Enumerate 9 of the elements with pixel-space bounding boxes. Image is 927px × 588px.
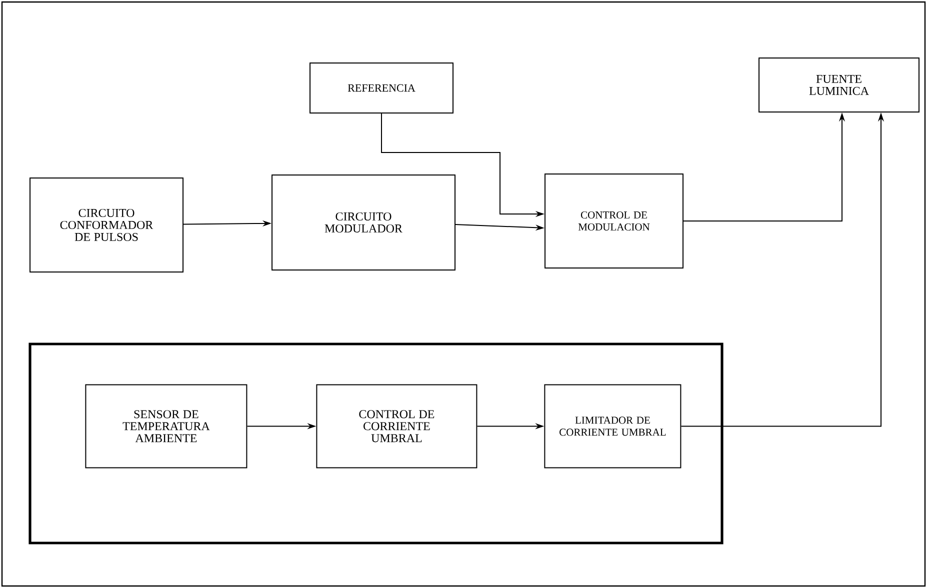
block-box: FUENTE LUMINICA xyxy=(758,58,920,112)
block-box: LIMITADOR DE CORRIENTE UMBRAL xyxy=(544,384,682,468)
group-frame xyxy=(28,342,724,544)
block-box: CIRCUITO MODULADOR xyxy=(272,174,456,270)
block-box: REFERENCIA xyxy=(310,62,454,114)
block-box: CIRCUITO CONFORMADOR DE PULSOS xyxy=(30,178,184,272)
block-box: CONTROL DE CORRIENTE UMBRAL xyxy=(316,384,478,468)
block-box: SENSOR DE TEMPERATURA AMBIENTE xyxy=(85,384,248,468)
block-box: CONTROL DE MODULACION xyxy=(544,174,684,268)
